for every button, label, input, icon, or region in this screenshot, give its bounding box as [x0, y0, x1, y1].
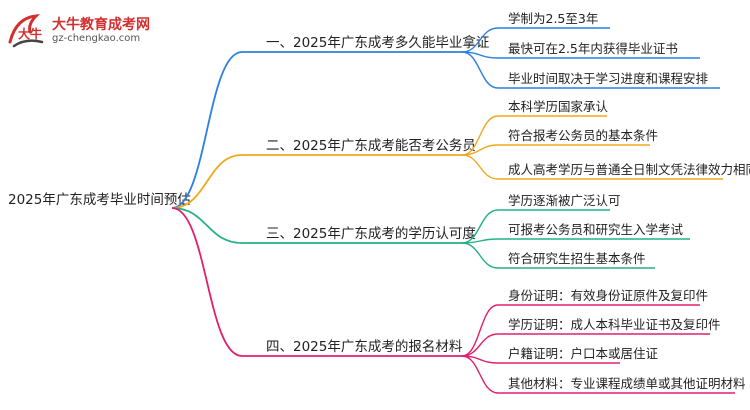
leaf-label: 可报考公务员和研究生入学考试: [508, 222, 684, 237]
leaf-label: 成人高考学历与普通全日制文凭法律效力相同: [508, 162, 750, 177]
brand-title: 大牛教育成考网: [52, 16, 150, 33]
leaf-label: 身份证明：有效身份证原件及复印件: [508, 288, 708, 303]
leaf-connector: [461, 209, 499, 244]
leaf-label: 学历逐渐被广泛认可: [508, 193, 621, 208]
leaf-connector: [461, 355, 499, 394]
brand-logo: 大牛 大牛教育成考网 gz-chengkao.com: [6, 12, 150, 50]
leaf-connector: [461, 51, 499, 89]
branch-connector: [171, 154, 243, 209]
branch-connector: [171, 207, 243, 357]
leaf-label: 符合报考公务员的基本条件: [508, 128, 658, 143]
leaf-label: 学历证明：成人本科毕业证书及复印件: [508, 317, 721, 332]
leaf-label: 毕业时间取决于学习进度和课程安排: [508, 71, 709, 86]
leaf-connector: [461, 144, 499, 156]
brand-url: gz-chengkao.com: [52, 33, 141, 45]
leaf-label: 最快可在2.5年内获得毕业证书: [508, 41, 678, 56]
leaf-label: 本科学历国家承认: [508, 99, 609, 114]
root-topic: 2025年广东成考毕业时间预估: [8, 192, 191, 208]
branch-label: 四、2025年广东成考的报名材料: [266, 339, 463, 355]
branch-connector: [171, 207, 243, 244]
leaf-connector: [461, 27, 499, 53]
branch-label: 一、2025年广东成考多久能毕业拿证: [266, 34, 489, 51]
branch-label: 三、2025年广东成考的学历认可度: [266, 226, 476, 242]
branch-connector: [171, 51, 243, 209]
leaf-connector: [461, 154, 499, 180]
logo-glyph: 大牛: [18, 26, 42, 41]
leaf-label: 符合研究生招生基本条件: [508, 251, 646, 266]
branch-label: 二、2025年广东成考能否考公务员: [266, 138, 476, 154]
leaf-label: 学制为2.5至3年: [508, 11, 598, 26]
leaf-connector: [461, 304, 499, 357]
leaf-connector: [461, 333, 499, 357]
leaf-label: 其他材料：专业课程成绩单或其他证明材料: [508, 376, 746, 391]
bull-logo-icon: 大牛: [8, 14, 44, 48]
leaf-label: 户籍证明：户口本或居住证: [508, 346, 659, 361]
leaf-connector: [461, 115, 499, 156]
leaf-connector: [461, 242, 499, 269]
